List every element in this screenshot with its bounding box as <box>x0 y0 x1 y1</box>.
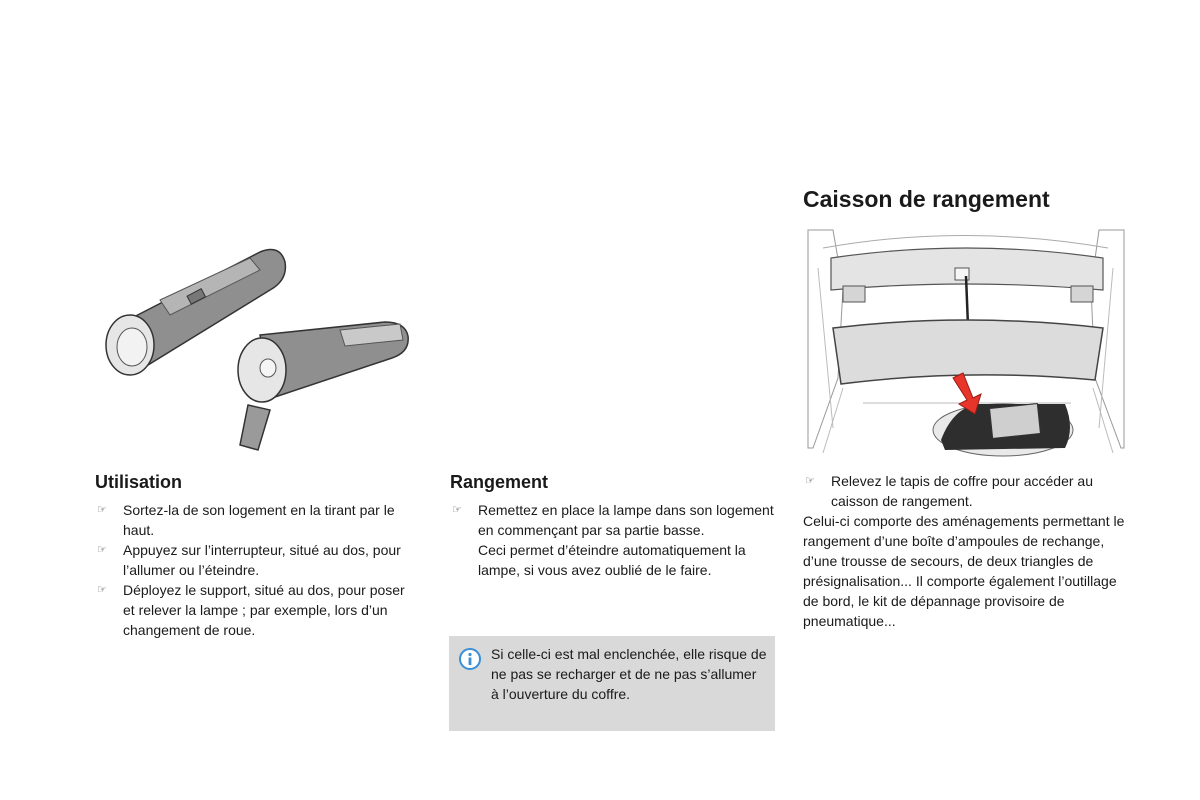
list-item: ☞Appuyez sur l’interrupteur, situé au do… <box>97 542 401 578</box>
rangement-list: ☞Remettez en place la lampe dans son log… <box>450 500 780 580</box>
list-item: ☞Relevez le tapis de coffre pour accéder… <box>805 473 1094 509</box>
list-item: ☞Remettez en place la lampe dans son log… <box>452 502 774 578</box>
rangement-title: Rangement <box>450 472 549 492</box>
utilisation-title: Utilisation <box>95 472 183 492</box>
bullet-marker-icon: ☞ <box>97 544 107 556</box>
rangement-bullet-continuation: Ceci permet d’éteindre automatiquement l… <box>478 542 746 578</box>
caisson-title: Caisson de rangement <box>803 186 1050 212</box>
bullet-marker-icon: ☞ <box>97 504 107 516</box>
bullet-marker-icon: ☞ <box>97 584 107 596</box>
list-item: ☞Sortez-la de son logement en la tirant … <box>97 502 395 538</box>
info-note: Si celle-ci est mal enclenchée, elle ris… <box>449 636 775 731</box>
list-item: ☞Déployez le support, situé au dos, pour… <box>97 582 405 638</box>
bullet-marker-icon: ☞ <box>452 504 462 516</box>
caisson-paragraph: Celui-ci comporte des aménagements perme… <box>803 513 1125 629</box>
bullet-marker-icon: ☞ <box>805 475 815 487</box>
info-icon <box>459 648 481 670</box>
utilisation-list: ☞Sortez-la de son logement en la tirant … <box>95 500 415 640</box>
trunk-illustration <box>803 228 1129 458</box>
info-note-text: Si celle-ci est mal enclenchée, elle ris… <box>491 646 767 702</box>
caisson-list: ☞Relevez le tapis de coffre pour accéder… <box>803 471 1133 511</box>
lamp-illustration <box>105 248 409 451</box>
